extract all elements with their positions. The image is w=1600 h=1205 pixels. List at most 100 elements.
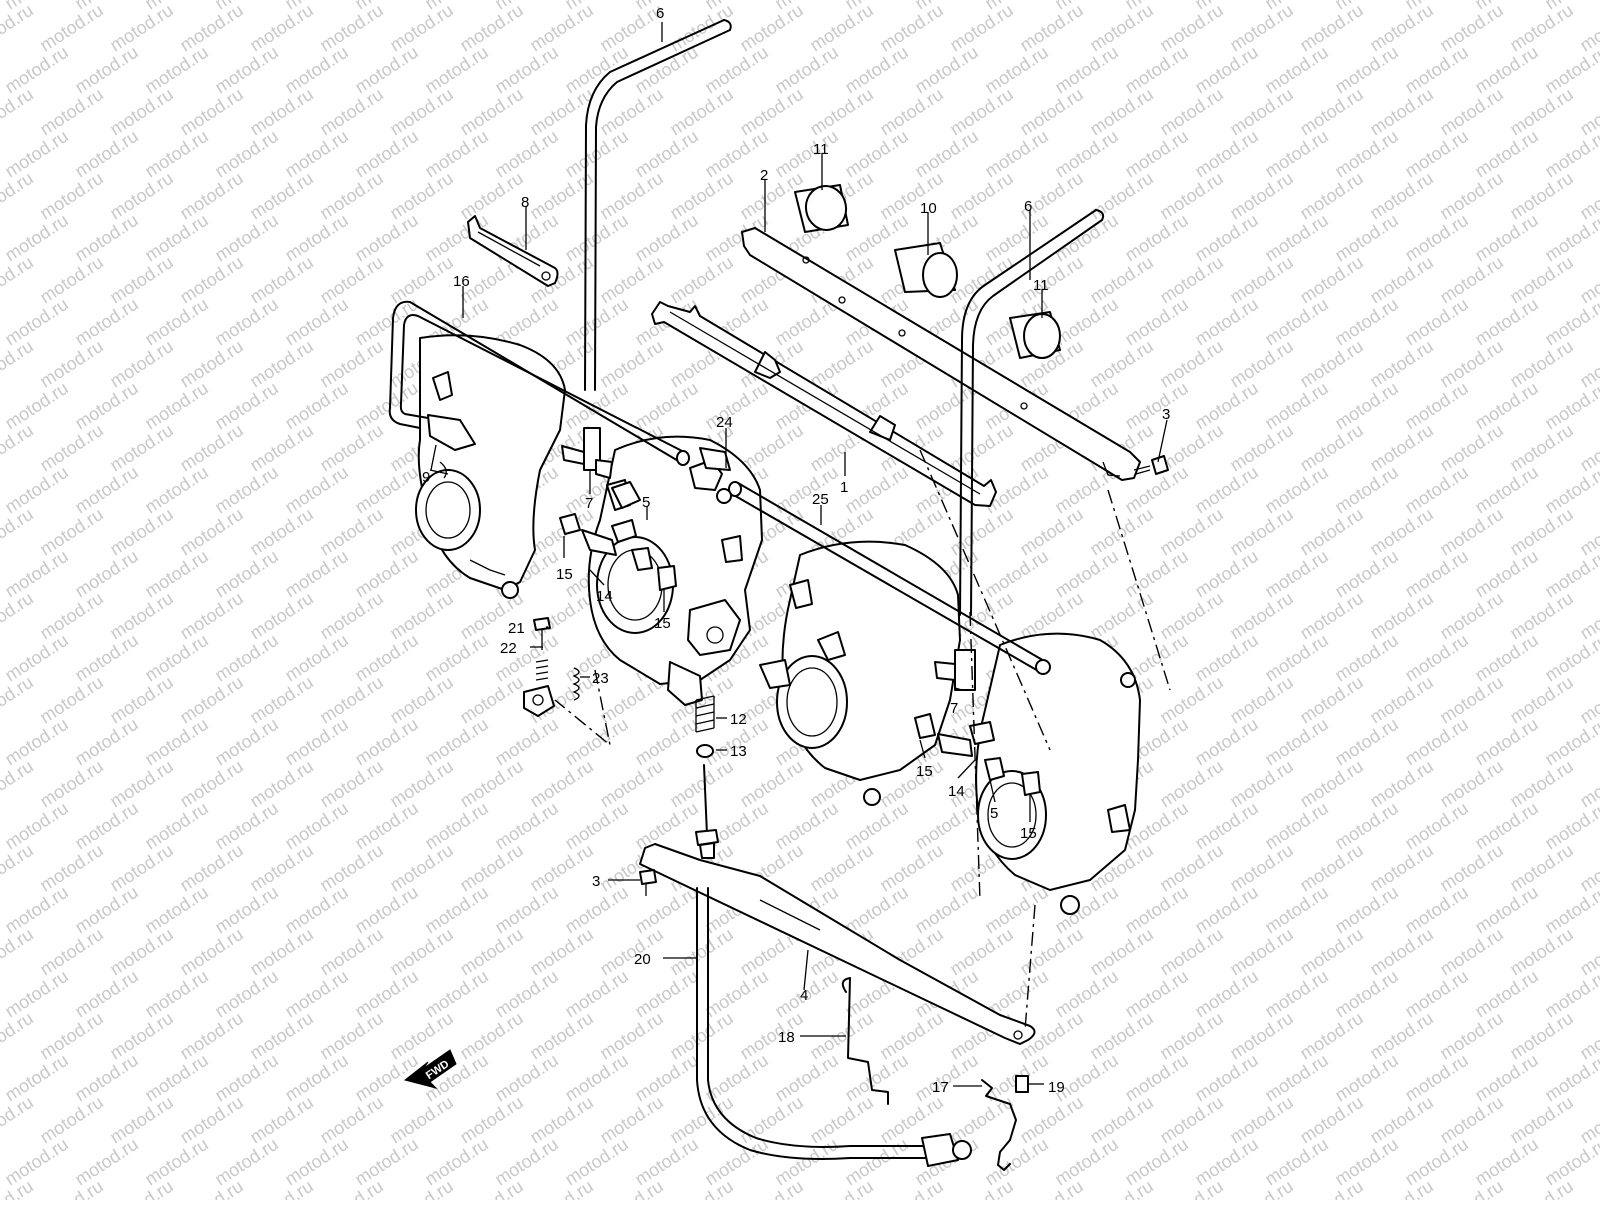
watermark-text: motod.ru <box>211 462 281 517</box>
watermark-text: motod.ru <box>1366 0 1436 55</box>
watermark-text: motod.ru <box>246 84 316 139</box>
watermark-text: motod.ru <box>316 504 386 559</box>
watermark-text: motod.ru <box>1226 1176 1296 1200</box>
watermark-text: motod.ru <box>1261 210 1331 265</box>
watermark-text: motod.ru <box>631 1134 701 1189</box>
watermark-text: motod.ru <box>946 1176 1016 1200</box>
callout-23: 23 <box>592 670 609 687</box>
watermark-text: motod.ru <box>631 126 701 181</box>
watermark-text: motod.ru <box>1226 168 1296 223</box>
watermark-text: motod.ru <box>1296 756 1366 811</box>
watermark-text: motod.ru <box>281 378 351 433</box>
part-4-plate <box>639 843 1036 1045</box>
watermark-text: motod.ru <box>1541 378 1600 433</box>
watermark-text: motod.ru <box>1436 1092 1506 1147</box>
watermark-text: motod.ru <box>246 840 316 895</box>
watermark-text: motod.ru <box>1261 1134 1331 1189</box>
watermark-text: motod.ru <box>246 1176 316 1200</box>
watermark-text: motod.ru <box>1471 714 1541 769</box>
watermark-text: motod.ru <box>1436 504 1506 559</box>
callout-20: 20 <box>634 951 651 968</box>
watermark-text: motod.ru <box>1401 42 1471 97</box>
watermark-text: motod.ru <box>0 0 37 55</box>
watermark-text: motod.ru <box>246 504 316 559</box>
watermark-text: motod.ru <box>386 84 456 139</box>
watermark-text: motod.ru <box>666 168 736 223</box>
watermark-text: motod.ru <box>1331 126 1401 181</box>
watermark-text: motod.ru <box>1296 0 1366 55</box>
watermark-text: motod.ru <box>771 126 841 181</box>
watermark-text: motod.ru <box>1016 1176 1086 1200</box>
watermark-text: motod.ru <box>0 1092 37 1147</box>
watermark-text: motod.ru <box>666 252 736 307</box>
watermark-text: motod.ru <box>1226 84 1296 139</box>
watermark-text: motod.ru <box>456 1008 526 1063</box>
watermark-text: motod.ru <box>36 1092 106 1147</box>
watermark-text: motod.ru <box>1226 504 1296 559</box>
watermark-text: motod.ru <box>1506 840 1576 895</box>
watermark-text: motod.ru <box>1191 1134 1261 1189</box>
callout-17: 17 <box>932 1079 949 1096</box>
watermark-text: motod.ru <box>1 630 71 685</box>
watermark-text: motod.ru <box>1 798 71 853</box>
watermark-text: motod.ru <box>106 1092 176 1147</box>
watermark-text: motod.ru <box>1226 0 1296 55</box>
watermark-text: motod.ru <box>1401 126 1471 181</box>
watermark-text: motod.ru <box>1506 168 1576 223</box>
watermark-text: motod.ru <box>561 378 631 433</box>
watermark-text: motod.ru <box>316 168 386 223</box>
watermark-text: motod.ru <box>1191 462 1261 517</box>
watermark-text: motod.ru <box>806 1176 876 1200</box>
watermark-text: motod.ru <box>596 1092 666 1147</box>
watermark-text: motod.ru <box>491 630 561 685</box>
watermark-text: motod.ru <box>386 252 456 307</box>
watermark-text: motod.ru <box>1436 588 1506 643</box>
callout-15b: 15 <box>654 615 671 632</box>
watermark-text: motod.ru <box>1471 294 1541 349</box>
watermark-text: motod.ru <box>1366 672 1436 727</box>
callout-labels: 6 8 16 11 2 10 6 11 3 24 1 25 9 7 5 15 1… <box>422 5 1170 1096</box>
watermark-text: motod.ru <box>666 1176 736 1200</box>
watermark-text: motod.ru <box>596 1176 666 1200</box>
watermark-text: motod.ru <box>36 672 106 727</box>
watermark-text: motod.ru <box>176 1008 246 1063</box>
watermark-text: motod.ru <box>211 798 281 853</box>
watermark-text: motod.ru <box>491 1134 561 1189</box>
watermark-text: motod.ru <box>596 336 666 391</box>
watermark-text: motod.ru <box>421 42 491 97</box>
watermark-text: motod.ru <box>1401 546 1471 601</box>
watermark-text: motod.ru <box>211 1050 281 1105</box>
watermark-text: motod.ru <box>71 42 141 97</box>
guide-lines <box>554 449 1171 1031</box>
leader-lines <box>430 22 1168 1087</box>
watermark-text: motod.ru <box>876 84 946 139</box>
watermark-text: motod.ru <box>351 210 421 265</box>
watermark-text: motod.ru <box>946 504 1016 559</box>
watermark-text: motod.ru <box>876 1176 946 1200</box>
watermark-text: motod.ru <box>246 168 316 223</box>
watermark-text: motod.ru <box>1 546 71 601</box>
watermark-text: motod.ru <box>1506 84 1576 139</box>
watermark-text: motod.ru <box>71 1050 141 1105</box>
callout-6a: 6 <box>656 5 664 22</box>
watermark-text: motod.ru <box>1506 1008 1576 1063</box>
watermark-text: motod.ru <box>1331 798 1401 853</box>
watermark-text: motod.ru <box>806 840 876 895</box>
callout-5b: 5 <box>990 805 998 822</box>
watermark-text: motod.ru <box>1016 168 1086 223</box>
watermark-text: motod.ru <box>316 672 386 727</box>
watermark-text: motod.ru <box>316 84 386 139</box>
watermark-text: motod.ru <box>491 798 561 853</box>
watermark-text: motod.ru <box>0 168 37 223</box>
watermark-text: motod.ru <box>1506 924 1576 979</box>
watermark-text: motod.ru <box>666 756 736 811</box>
watermark-text: motod.ru <box>1121 1050 1191 1105</box>
watermark-text: motod.ru <box>491 966 561 1021</box>
watermark-text: motod.ru <box>36 504 106 559</box>
watermark-text: motod.ru <box>386 0 456 55</box>
watermark-text: motod.ru <box>911 798 981 853</box>
watermark-text: motod.ru <box>526 1176 596 1200</box>
watermark-text: motod.ru <box>351 714 421 769</box>
callout-3a: 3 <box>1162 406 1170 423</box>
part-20-cable <box>696 887 972 1167</box>
